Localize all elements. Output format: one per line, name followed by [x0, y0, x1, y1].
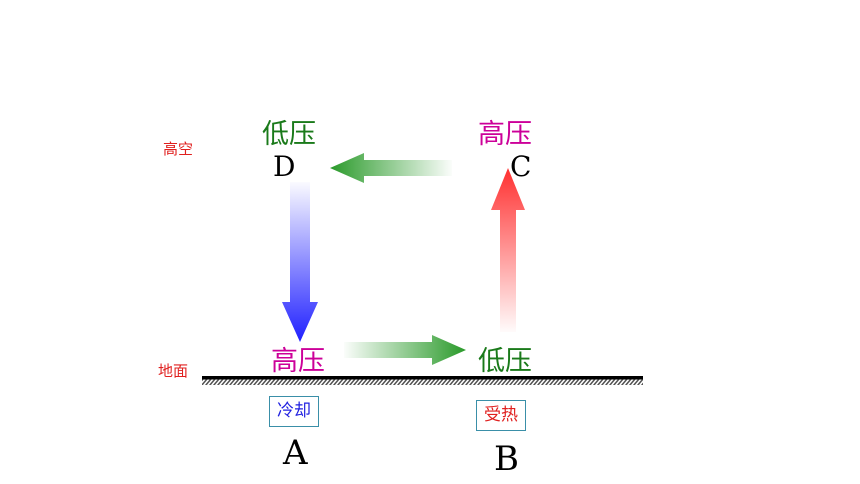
ground-label: 地面 [158, 362, 189, 380]
ground-hatching [202, 379, 643, 385]
point-d-letter: D [273, 150, 296, 183]
point-a-letter: A [283, 433, 308, 473]
point-b-letter: B [494, 439, 519, 479]
heating-label-box: 受热 [476, 400, 526, 431]
surface-flow-arrow [344, 335, 466, 365]
point-b-pressure-label: 低压 [478, 346, 532, 377]
descending-air-arrow [282, 182, 318, 342]
ascending-air-arrow [491, 168, 525, 332]
ground-line [202, 376, 643, 380]
point-a-pressure-label: 高压 [271, 346, 325, 377]
point-d-pressure-label: 低压 [262, 119, 316, 150]
cooling-label-box: 冷却 [269, 396, 319, 427]
upper-air-flow-arrow [330, 153, 452, 183]
point-c-pressure-label: 高压 [478, 119, 532, 150]
upper-air-label: 高空 [163, 140, 194, 158]
point-c-letter: C [510, 150, 532, 183]
